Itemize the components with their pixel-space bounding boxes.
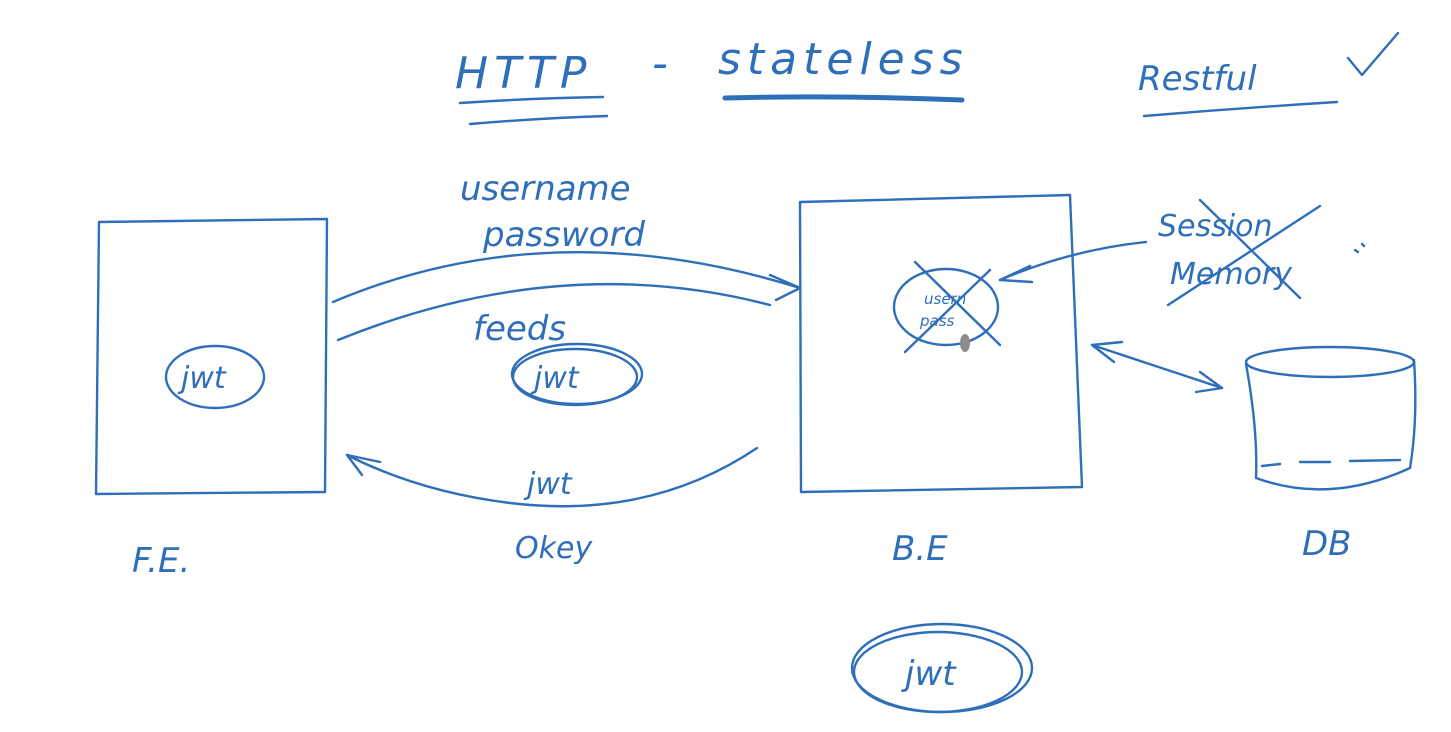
title-stateless-underline [722, 94, 965, 103]
title-stateless: stateless [718, 34, 969, 85]
title-http-underline-1 [458, 95, 605, 105]
response-arrow-head [345, 453, 382, 477]
backend-memory-cross-1 [913, 260, 1002, 347]
frontend-token-circle [164, 344, 266, 410]
response-status: Okey [515, 531, 593, 566]
cursor-icon [960, 334, 970, 352]
backend-box [798, 193, 1084, 494]
database-body [1244, 358, 1417, 491]
frontend-box [94, 217, 329, 496]
bottom-token-circle-2 [852, 630, 1024, 714]
feeds-label: feeds [473, 309, 566, 349]
session-cross-1 [1166, 204, 1322, 307]
request-password: password [482, 215, 645, 255]
frontend-token: jwt [177, 361, 227, 396]
feeds-token: jwt [530, 361, 580, 396]
backend-memory-circle [892, 267, 1000, 347]
backend-memory-cross-2 [903, 268, 992, 354]
title-dash: - [652, 38, 674, 89]
backend-db-arrow-head-right [1194, 370, 1224, 394]
backend-db-arrow-head-left [1090, 340, 1124, 364]
request-username: username [460, 169, 631, 209]
database-inner-line [1260, 458, 1402, 468]
title-http: HTTP [455, 48, 592, 99]
session-arrow-head [998, 264, 1034, 284]
check-icon [1346, 31, 1400, 77]
feeds-arrow [336, 282, 772, 342]
response-token: jwt [523, 467, 573, 502]
response-arrow [345, 446, 759, 508]
request-arrow [331, 251, 802, 304]
title-http-underline-2 [468, 114, 609, 126]
backend-db-arrow [1090, 343, 1224, 390]
restful-label: Restful [1138, 59, 1257, 99]
backend-label: B.E [892, 529, 948, 569]
bottom-token: jwt [901, 654, 957, 694]
restful-underline [1142, 100, 1339, 118]
feeds-token-circle-2 [511, 347, 639, 407]
database-label: DB [1302, 524, 1352, 564]
frontend-label: F.E. [132, 541, 190, 581]
stray-marks [1353, 242, 1366, 254]
database-top [1244, 345, 1416, 379]
session-cross-2 [1198, 198, 1302, 300]
